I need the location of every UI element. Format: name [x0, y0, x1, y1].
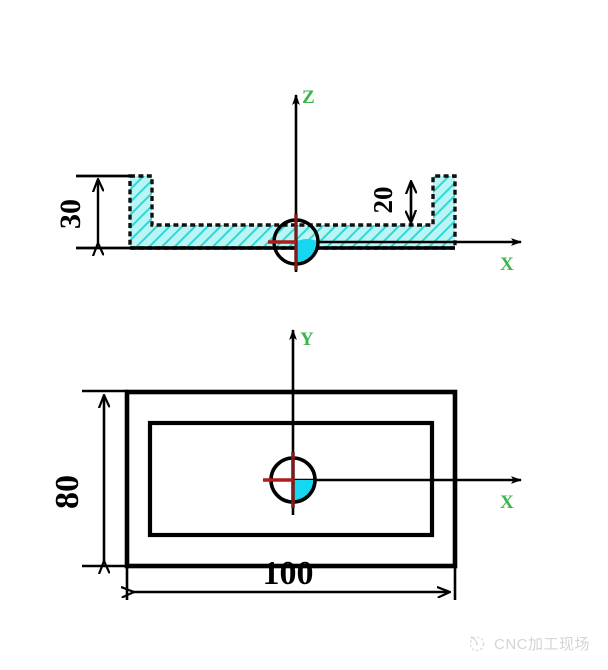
length-dim-value: 100	[263, 555, 314, 592]
top-x-axis-label: X	[500, 492, 514, 513]
channel-section-hatch	[130, 176, 455, 248]
width-dim-value: 80	[49, 475, 86, 509]
origin-marker-front	[268, 214, 320, 270]
watermark-text: CNC加工现场	[494, 635, 590, 653]
y-axis-label: Y	[300, 329, 314, 350]
origin-marker-front-quadrant	[296, 239, 318, 264]
front-section-view: Z X 30 20	[54, 87, 522, 275]
origin-marker-top-quadrant	[293, 480, 315, 502]
top-plan-view: Y X 80 100	[49, 329, 522, 600]
watermark: CNC加工现场	[466, 632, 590, 654]
height-dim-value: 30	[54, 199, 87, 229]
z-axis-label: Z	[302, 87, 315, 108]
front-x-axis-label: X	[500, 254, 514, 275]
wall-thickness-value: 20	[368, 187, 398, 214]
circular-logo-icon	[469, 636, 485, 652]
channel-section-outline	[128, 174, 457, 250]
origin-marker-top	[263, 452, 317, 508]
